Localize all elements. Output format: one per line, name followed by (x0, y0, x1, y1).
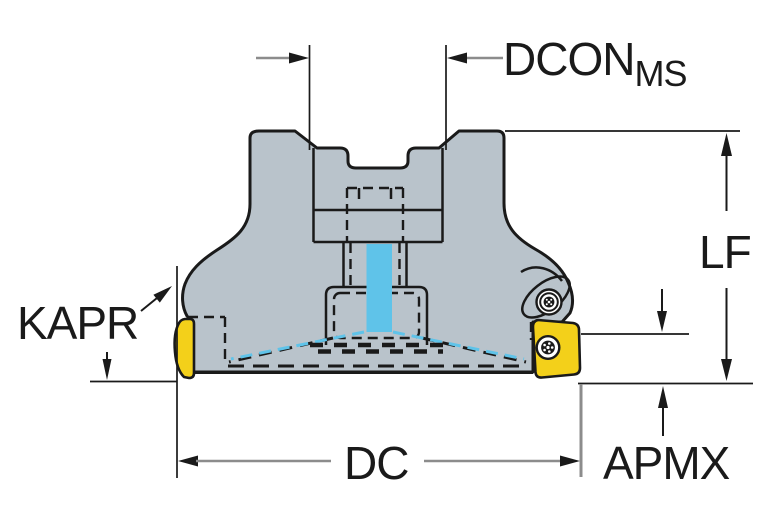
insert-left (173, 317, 196, 380)
dcon-label-subscript: MS (634, 53, 687, 94)
insert-right (531, 318, 582, 379)
dcon-arrow-right-icon (289, 52, 309, 64)
apmx-arrow-up-icon (658, 386, 668, 408)
torx-screw-front-icon (535, 335, 561, 361)
kapr-arrow-diagonal-icon (153, 286, 172, 303)
torx-screw-upper-icon (535, 288, 563, 316)
apmx-arrow-down-icon (657, 311, 667, 332)
lf-arrow-up-icon (721, 133, 732, 156)
lf-label: LF (699, 226, 752, 278)
lf-dimension (505, 130, 753, 385)
dcon-label-main: DCON (503, 33, 635, 85)
apmx-label: APMX (603, 437, 730, 489)
upper-insert-pocket (520, 266, 571, 319)
coolant-highlight (230, 244, 525, 361)
dc-dimension (178, 384, 583, 477)
kapr-dimension (90, 266, 178, 478)
dc-arrow-left-icon (178, 455, 198, 467)
cutter-body (181, 129, 574, 374)
dcon-arrow-left-icon (447, 52, 467, 64)
apmx-dimension (581, 289, 689, 436)
dcon-label: DCONMS (503, 33, 687, 92)
hidden-screw-lines (332, 186, 421, 340)
kapr-label: KAPR (17, 297, 139, 349)
kapr-arrow-down-icon (102, 359, 112, 380)
dc-arrow-right-icon (560, 455, 580, 467)
serration-band (310, 342, 443, 354)
lf-arrow-down-icon (721, 359, 732, 381)
dcon-dimension (256, 45, 503, 150)
dc-label: DC (344, 437, 409, 489)
